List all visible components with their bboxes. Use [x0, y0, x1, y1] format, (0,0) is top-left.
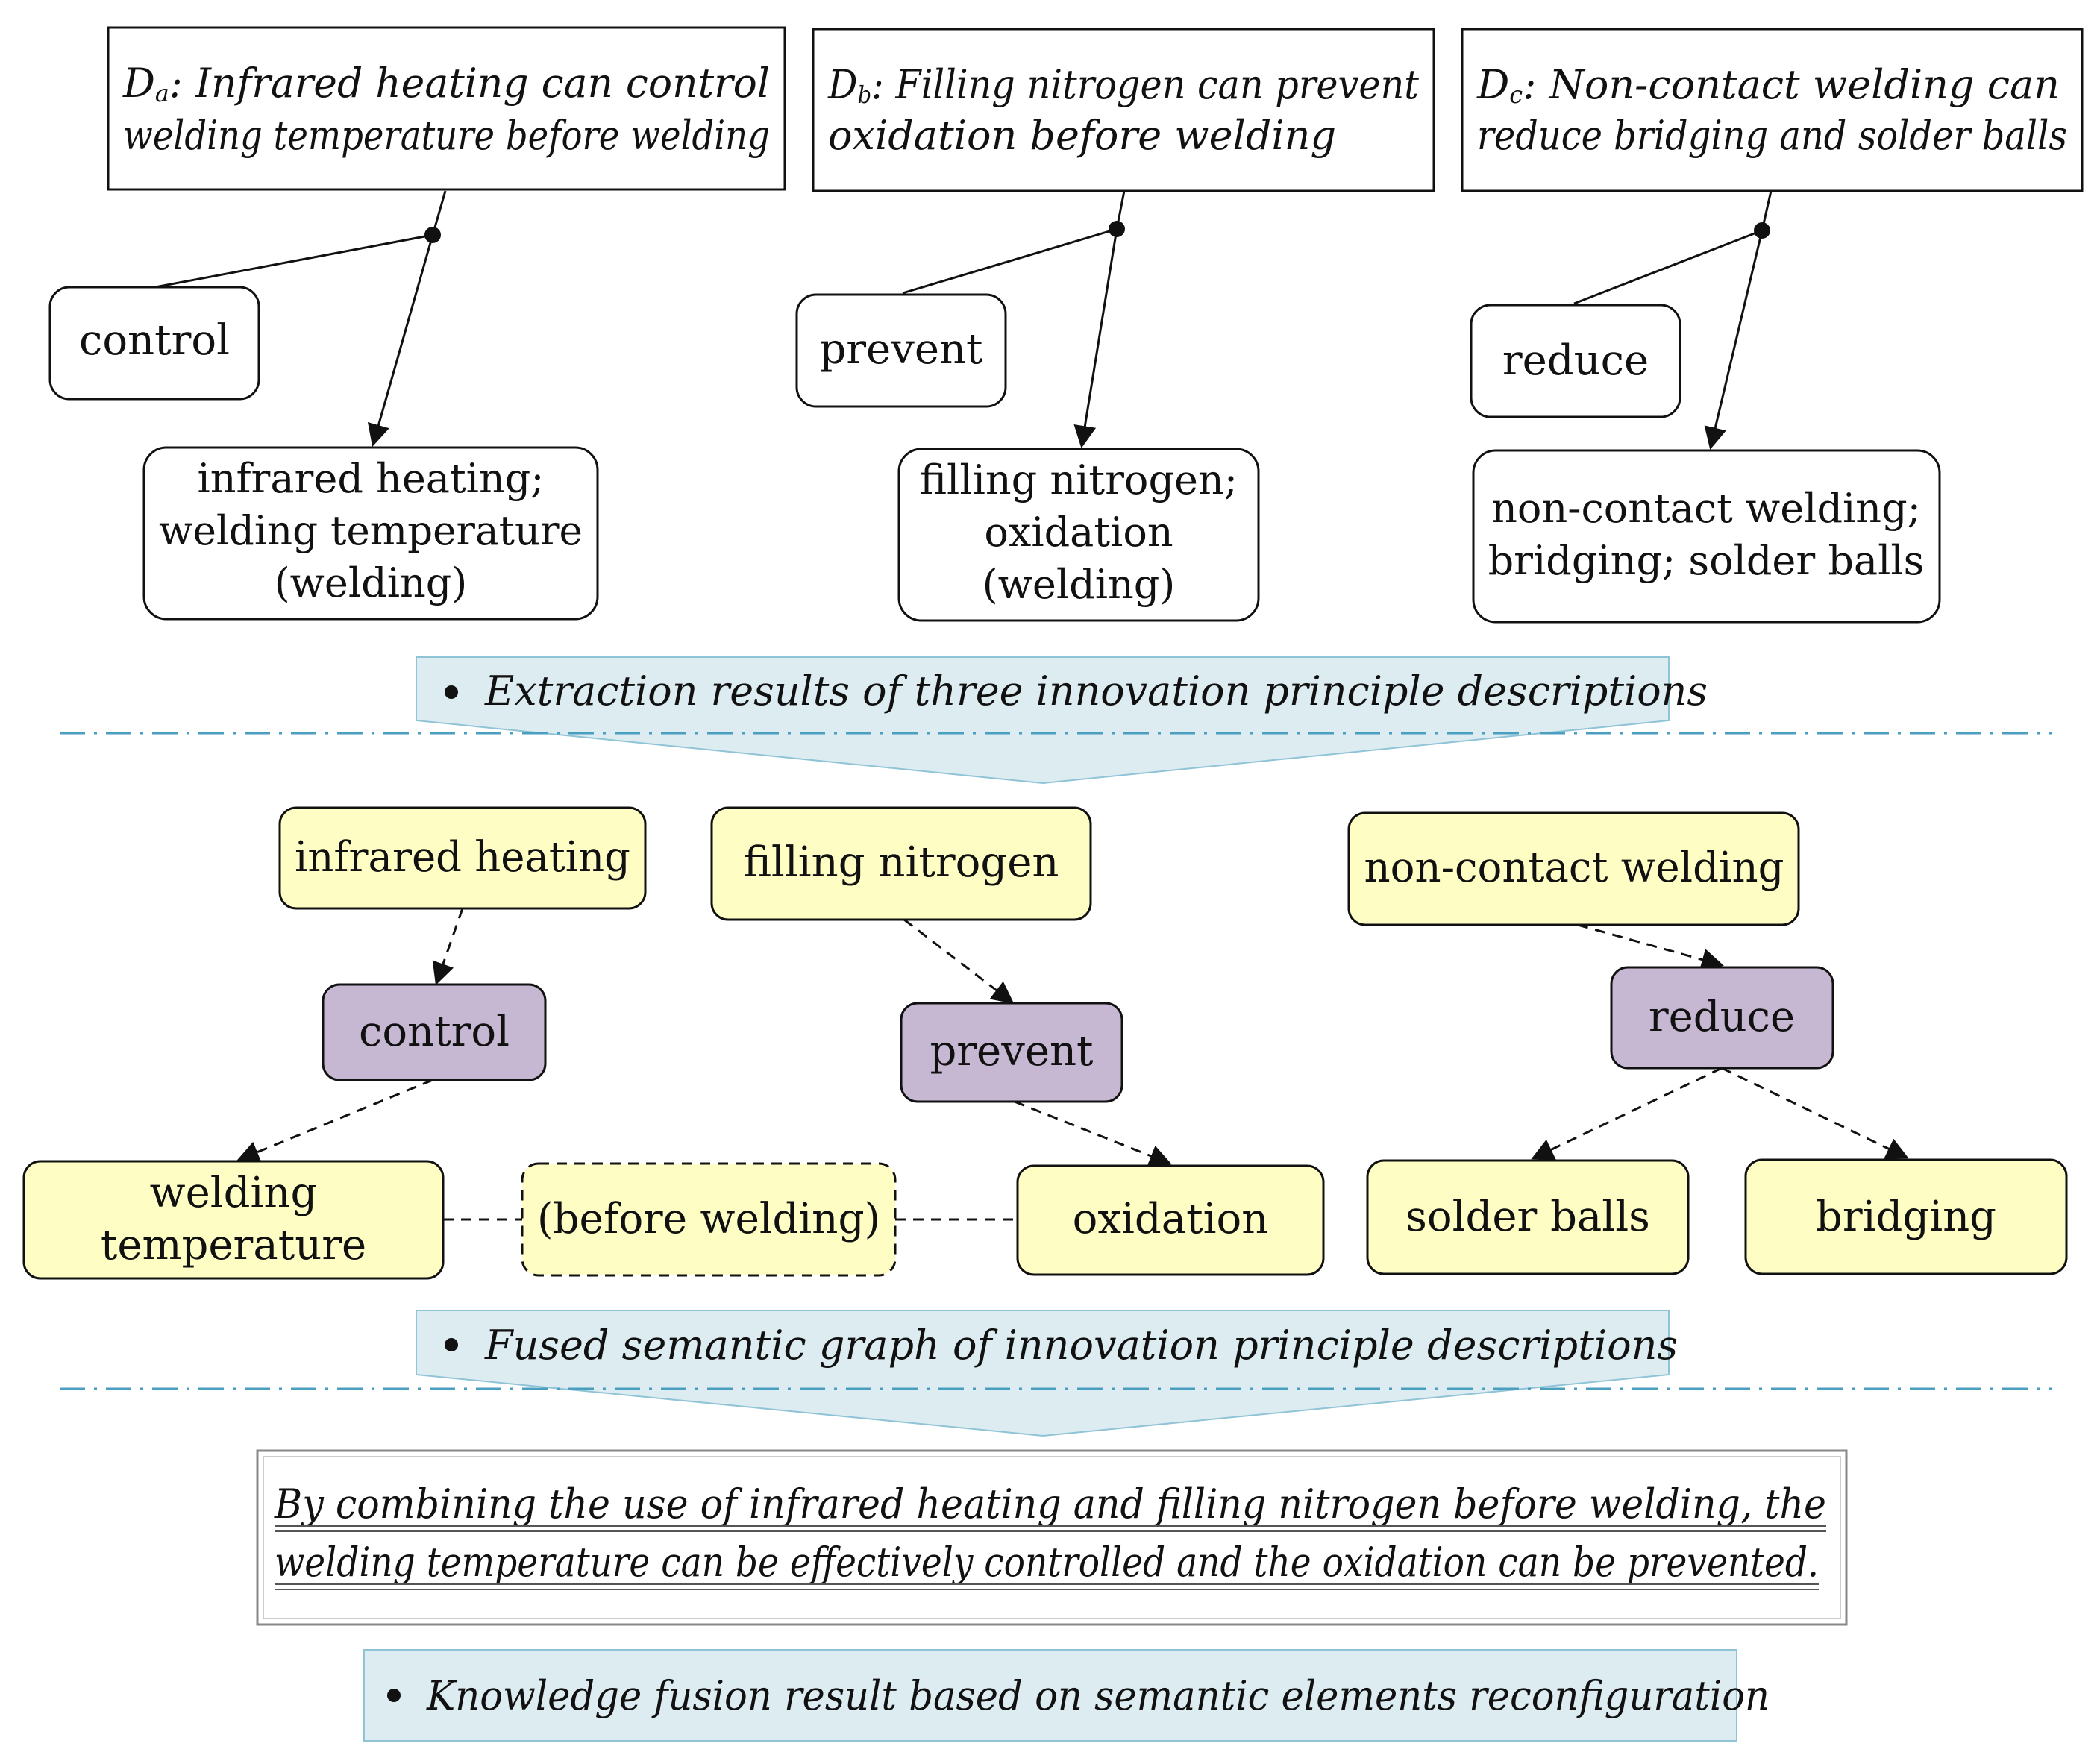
fusion-result-box: By combining the use of infrared heating… — [256, 1449, 1848, 1626]
svg-text:infrared heating;: infrared heating; — [198, 455, 545, 502]
description-box-c: Dc: Non-contact welding can reduce bridg… — [1461, 28, 2084, 192]
svg-text:Fused semantic graph of innov: Fused semantic graph of innovation princ… — [484, 1322, 1678, 1369]
svg-text:Db: Filling nitrogen can preve: Db: Filling nitrogen can prevent — [827, 61, 1419, 109]
graph-node-non-contact-welding: non-contact welding — [1347, 811, 1800, 926]
svg-text:reduce bridging and solder bal: reduce bridging and solder balls — [1477, 112, 2067, 159]
svg-text:non-contact welding;: non-contact welding; — [1491, 485, 1921, 532]
svg-text:prevent: prevent — [819, 325, 983, 374]
svg-text:control: control — [79, 316, 230, 365]
graph-node-welding-temperature: welding temperature — [22, 1160, 445, 1280]
extraction-objects-b: filling nitrogen; oxidation (welding) — [897, 448, 1260, 622]
extraction-action-reduce: reduce — [1470, 304, 1681, 418]
svg-text:Knowledge fusion result based: Knowledge fusion result based on semanti… — [426, 1672, 1770, 1719]
svg-text:filling nitrogen;: filling nitrogen; — [920, 456, 1238, 503]
result-text-line-1: By combining the use of infrared heating… — [274, 1481, 1826, 1528]
svg-text:control: control — [359, 1008, 510, 1056]
svg-text:bridging: bridging — [1816, 1193, 1996, 1241]
extraction-connectors — [154, 190, 1773, 450]
banner-fused: Fused semantic graph of innovation princ… — [416, 1310, 1678, 1437]
svg-text:(before welding): (before welding) — [537, 1195, 880, 1243]
svg-text:filling nitrogen: filling nitrogen — [744, 838, 1059, 887]
graph-node-filling-nitrogen: filling nitrogen — [710, 806, 1092, 921]
graph-node-oxidation: oxidation — [1016, 1164, 1325, 1276]
graph-node-bridging: bridging — [1744, 1158, 2068, 1275]
description-box-b: Db: Filling nitrogen can prevent oxidati… — [812, 28, 1435, 192]
svg-text:(welding): (welding) — [982, 561, 1176, 608]
bullet-icon — [445, 1338, 458, 1351]
extraction-objects-a: infrared heating; welding temperature (w… — [142, 446, 599, 621]
svg-text:prevent: prevent — [930, 1027, 1094, 1076]
result-text-line-2: welding temperature can be effectively c… — [275, 1539, 1819, 1586]
svg-text:temperature: temperature — [101, 1221, 366, 1269]
graph-node-solder-balls: solder balls — [1366, 1159, 1690, 1275]
description-box-a: Da: Infrared heating can control welding… — [107, 26, 786, 191]
svg-text:Dc: Non-contact welding can: Dc: Non-contact welding can — [1476, 61, 2060, 109]
svg-text:Da: Infrared heating can contr: Da: Infrared heating can control — [122, 60, 770, 107]
svg-text:Extraction results of three in: Extraction results of three innovation p… — [484, 668, 1708, 715]
extraction-action-control: control — [48, 286, 260, 401]
svg-text:oxidation: oxidation — [984, 509, 1173, 556]
extraction-objects-c: non-contact welding; bridging; solder ba… — [1472, 449, 1941, 624]
graph-node-before-welding: (before welding) — [521, 1162, 897, 1277]
svg-text:welding: welding — [150, 1169, 318, 1217]
svg-text:oxidation: oxidation — [1073, 1195, 1269, 1243]
graph-edges — [236, 908, 1909, 1221]
graph-node-reduce: reduce — [1610, 966, 1834, 1070]
bullet-icon — [387, 1689, 401, 1702]
svg-text:oxidation before welding: oxidation before welding — [828, 112, 1336, 159]
extraction-action-prevent: prevent — [795, 293, 1007, 408]
graph-node-prevent: prevent — [900, 1002, 1123, 1103]
svg-text:reduce: reduce — [1502, 336, 1649, 385]
svg-text:(welding): (welding) — [275, 559, 468, 606]
svg-text:solder balls: solder balls — [1405, 1193, 1650, 1241]
banner-fusion: Knowledge fusion result based on semanti… — [363, 1649, 1770, 1742]
svg-text:welding temperature before wel: welding temperature before welding — [123, 112, 770, 159]
svg-text:non-contact welding: non-contact welding — [1364, 844, 1784, 892]
junction-dot-a — [424, 227, 441, 243]
graph-node-control: control — [322, 983, 547, 1081]
graph-node-infrared-heating: infrared heating — [278, 806, 647, 910]
svg-text:reduce: reduce — [1649, 993, 1795, 1041]
svg-text:infrared heating: infrared heating — [295, 833, 630, 882]
banner-extraction: Extraction results of three innovation p… — [416, 656, 1708, 785]
svg-text:welding temperature: welding temperature — [159, 507, 583, 554]
bullet-icon — [445, 685, 458, 699]
svg-text:bridging; solder balls: bridging; solder balls — [1488, 537, 1925, 584]
junction-dot-c — [1754, 222, 1770, 239]
junction-dot-b — [1109, 221, 1125, 237]
